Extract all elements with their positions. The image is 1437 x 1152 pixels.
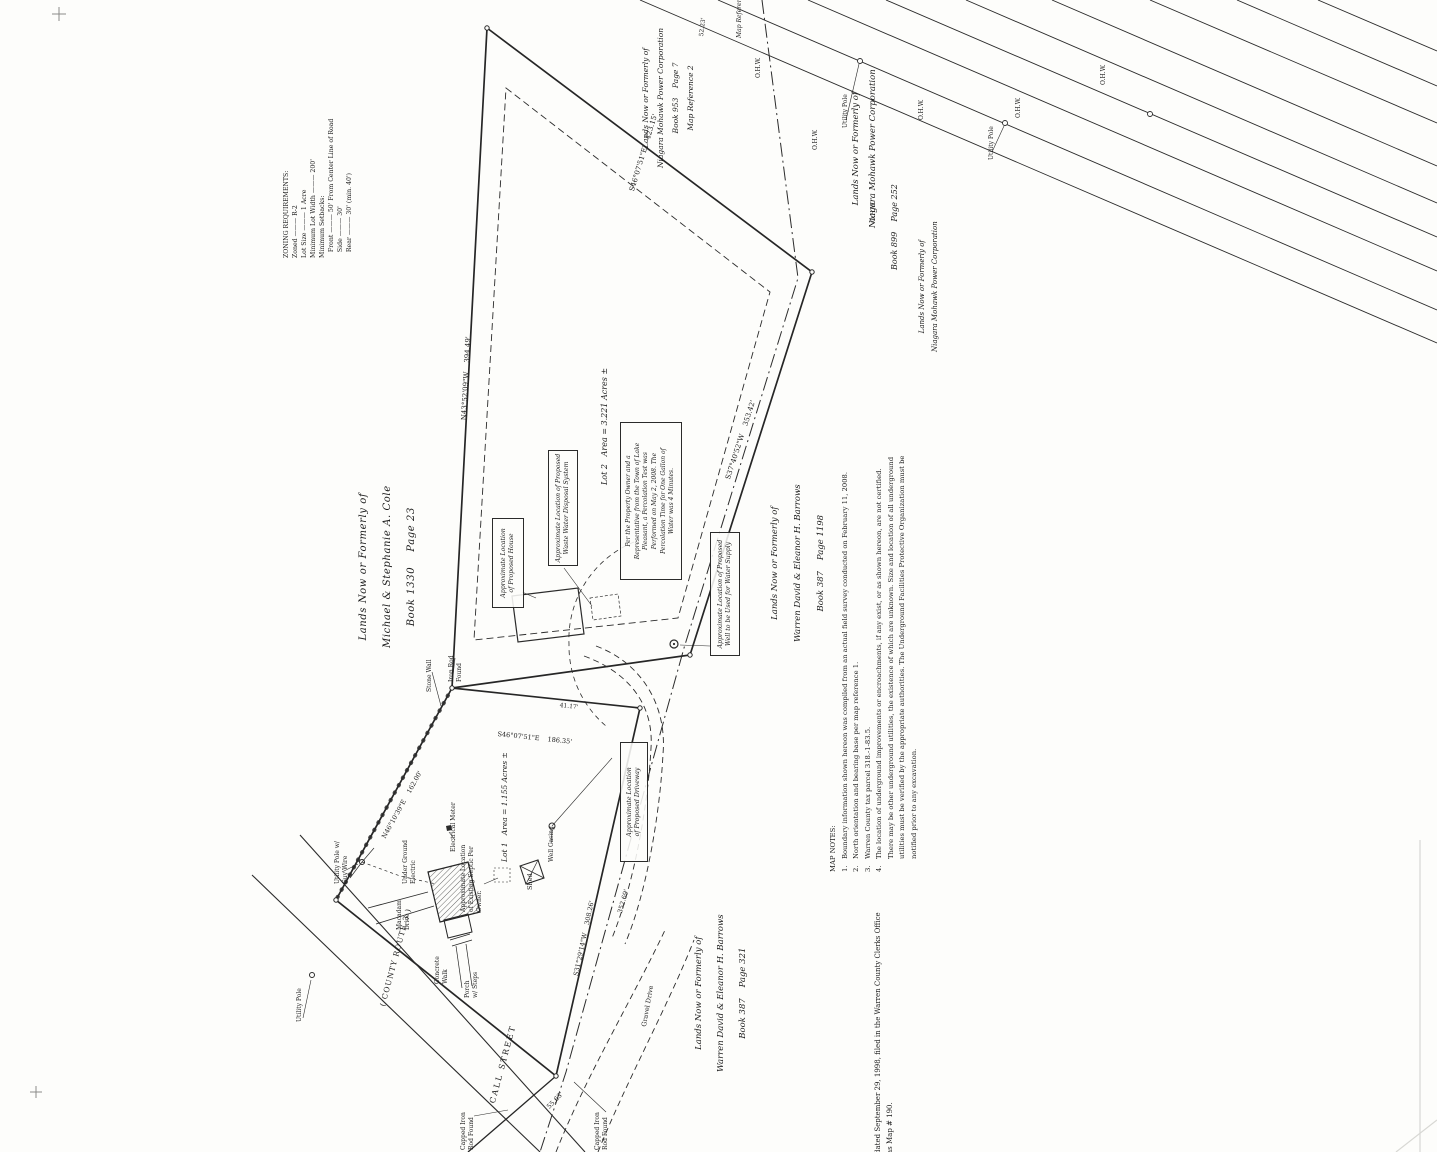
label-iron-rod-found: Iron Rod Found [448, 655, 463, 682]
well-casing-symbol [548, 822, 556, 830]
utility-pole-road-symbol [309, 972, 315, 978]
label-lot1-area: Lot 1 Area = 1.155 Acres ± [500, 752, 509, 862]
underground-electric-line [361, 861, 437, 885]
septic-field-outline [589, 593, 622, 621]
label-zoning-requirements: ZONING REQUIREMENTS: Zoned ——— R-2 Lot S… [283, 118, 353, 258]
label-stone-wall: Stone Wall [426, 659, 433, 692]
label-existing-septic: Approximate Location of Existing Septic … [460, 844, 483, 912]
adjoiner-label-niagara-mohawk-3: Lands Now or Formerly of Niagara Mohawk … [918, 221, 939, 352]
label-book-899-page-252: Book 899 Page 252 [890, 184, 899, 270]
callout-percolation-note: Per the Property Owner and a Representat… [620, 422, 682, 580]
label-map-reference-top: Map Reference 2 [736, 0, 743, 38]
callout-proposed-house: Approximate Location of Proposed House [492, 518, 524, 608]
proposed-well-center [672, 642, 676, 646]
label-capped-iron-rod-2: Capped Iron Rod Found [594, 1112, 609, 1150]
callout-waste-water-system: Approximate Location of Proposed Waste W… [548, 450, 578, 566]
existing-house [427, 861, 481, 989]
electric-meter-symbol [446, 825, 452, 831]
label-utility-pole-2: Utility Pole [988, 126, 995, 160]
call-street-road-edges [251, 834, 586, 1152]
shed-symbol [519, 859, 545, 885]
label-capped-iron-rod-1: Capped Iron Rod Found [460, 1112, 475, 1150]
callout-proposed-driveway: Approximate Location of Proposed Drivewa… [620, 742, 648, 862]
proposed-driveway-lines [583, 645, 664, 945]
page-edge-shadow [1395, 840, 1437, 1152]
parcel-lot2-setback [473, 87, 771, 641]
label-map-notes: MAP NOTES: 1. Boundary information shown… [829, 455, 918, 872]
label-ohw-6: O.H.W. [1100, 64, 1107, 85]
label-ohw-2: O.H.W. [812, 129, 819, 150]
boundary-monuments [333, 25, 815, 1079]
label-macadam-drive: Macadam Drive [396, 900, 411, 930]
proposed-well-symbol [669, 639, 679, 649]
label-electrical-meter: Electrical Meter [450, 802, 457, 852]
scan-marks [30, 7, 66, 1098]
adjoiner-label-barrows-321: Lands Now or Formerly of Warren David & … [694, 914, 748, 1072]
stone-wall-symbol [334, 686, 454, 902]
label-ohw-4: O.H.W. [918, 99, 925, 120]
label-ohw-5: O.H.W. [1015, 97, 1022, 118]
label-utility-pole-road: Utility Pole [296, 988, 303, 1022]
well-tie-line [551, 757, 613, 827]
label-underground-electric: Under Ground Electric [402, 840, 417, 884]
label-well-casing: Well Casing [548, 826, 555, 862]
power-corridor-lines [639, 0, 1437, 344]
adjoiner-label-cole: Lands Now or Formerly of Michael & Steph… [358, 485, 417, 648]
label-filing-note: dated September 29, 1998, filed in the W… [874, 912, 894, 1152]
label-ohw-1: O.H.W. [755, 57, 762, 78]
callout-proposed-well: Approximate Location of Proposed Well to… [710, 532, 740, 656]
label-porch-steps: Porch w/ Steps [464, 971, 479, 998]
label-lot2-area: Lot 2 Area = 3.221 Acres ± [600, 367, 609, 485]
gravel-drive-lines [555, 927, 695, 1152]
label-concrete-walk: Concrete Walk [434, 956, 449, 984]
label-utility-pole-guy-wire: Utility Pole w/ Guy Wire [334, 841, 349, 884]
leader-lines [302, 63, 1005, 1117]
adjoiner-label-barrows-1198: Lands Now or Formerly of Warren David & … [770, 484, 826, 642]
utility-pole-guy-symbol [349, 847, 375, 879]
label-ohw-3: O.H.W. [870, 201, 877, 222]
label-shed: Shed [526, 873, 534, 890]
corridor-centerline [539, 0, 799, 1152]
label-utility-pole-1: Utility Pole [842, 94, 849, 128]
parcel-lot1-extension [467, 1075, 557, 1152]
macadam-drive-lines [367, 891, 435, 925]
proposed-house-outline [511, 587, 585, 643]
